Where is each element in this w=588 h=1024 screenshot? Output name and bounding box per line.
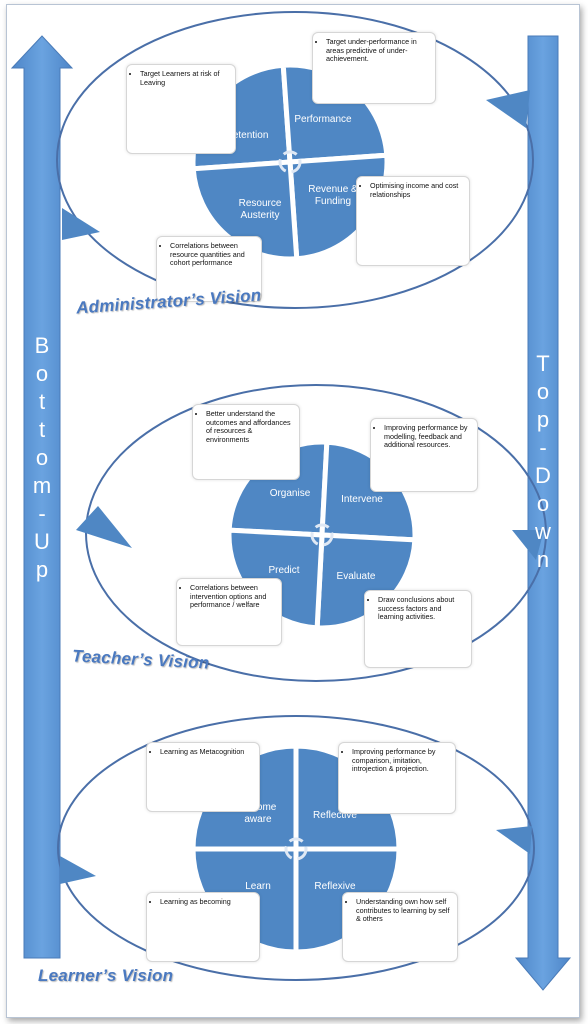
vertical-letter: p <box>35 557 49 582</box>
vertical-letter: t <box>38 417 46 442</box>
cycle-icon <box>310 523 334 547</box>
vertical-letter: t <box>38 389 46 414</box>
vertical-letter: U <box>34 529 50 554</box>
quadrant-label-evaluate: Evaluate <box>336 571 376 582</box>
note-improving-performance-comparison: Improving performance by comparison, imi… <box>338 742 456 814</box>
learner-cycle-arrowhead-left <box>60 856 96 884</box>
administrator-cycle-arrowhead-left <box>62 208 100 240</box>
vertical-letter: m <box>32 473 52 498</box>
vertical-letter: n <box>536 547 550 572</box>
quadrant-label-reflective: Reflective <box>313 810 357 821</box>
administrator-cycle-ellipse <box>56 11 534 309</box>
vertical-letter: D <box>535 463 551 488</box>
quadrant-label-learn: Learn <box>245 881 271 892</box>
vertical-letter: - <box>38 501 46 526</box>
quadrant-label-retention: Retention <box>225 130 269 141</box>
note-correlations-resource: Correlations between resource quantities… <box>156 236 262 302</box>
note-improving-performance-modelling: Improving performance by modelling, feed… <box>370 418 478 492</box>
vertical-letter: o <box>536 379 550 404</box>
note-correlations-intervention: Correlations between intervention option… <box>176 578 282 646</box>
vertical-letter: o <box>35 445 49 470</box>
learner-vision-title: Learner’s Vision <box>38 966 174 985</box>
note-draw-conclusions: Draw conclusions about success factors a… <box>364 590 472 668</box>
vertical-letter: o <box>35 361 49 386</box>
teacher-cycle-arrowhead-right <box>512 530 544 560</box>
learner-cycle-ellipse <box>57 715 535 981</box>
note-learning-metacognition: Learning as Metacognition <box>146 742 260 812</box>
cycle-icon <box>284 837 308 861</box>
administrator-cycle-arrowhead-right <box>486 90 530 128</box>
vertical-letter: w <box>535 519 551 544</box>
quadrant-label-resource-austerity: Resource Austerity <box>238 198 282 221</box>
vertical-letter: - <box>539 435 547 460</box>
vertical-letter: T <box>536 351 550 376</box>
quadrant-label-intervene: Intervene <box>341 494 383 505</box>
teacher-cycle-arrowhead-left <box>76 506 132 548</box>
note-target-under-performance: Target under-performance in areas predic… <box>312 32 436 104</box>
note-learning-becoming: Learning as becoming <box>146 892 260 962</box>
note-optimising-income: Optimising income and cost relationships <box>356 176 470 266</box>
administrator-quadrant-circle <box>190 62 390 262</box>
quadrant-label-reflexive: Reflexive <box>314 881 356 892</box>
vertical-letter: B <box>34 333 50 358</box>
quadrant-label-organise: Organise <box>269 488 311 499</box>
quadrant-label-performance: Performance <box>294 114 352 125</box>
note-better-understand: Better understand the outcomes and affor… <box>192 404 300 480</box>
quadrant-label-predict: Predict <box>268 565 300 576</box>
vertical-letter: p <box>536 407 550 432</box>
cycle-icon <box>278 150 302 174</box>
quadrant-label-revenue-funding: Revenue & Funding <box>308 184 358 207</box>
note-understanding-self: Understanding own how self contributes t… <box>342 892 458 962</box>
note-target-learners: Target Learners at risk of Leaving <box>126 64 236 154</box>
bottom-up-arrow <box>10 35 74 959</box>
learner-cycle-arrowhead-right <box>496 826 532 854</box>
vertical-letter: o <box>536 491 550 516</box>
